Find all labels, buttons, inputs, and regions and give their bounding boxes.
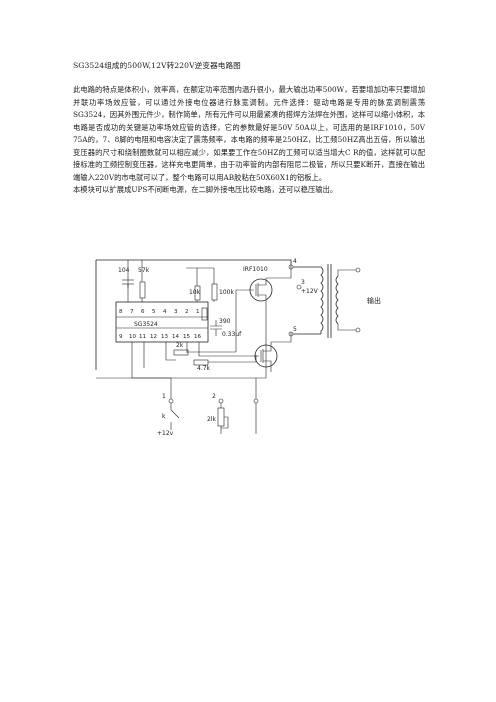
label-r100k: 100k <box>219 289 234 296</box>
svg-text:2: 2 <box>185 309 189 315</box>
inverter-circuit-diagram: 104 57k 10k 100k SG3524 8 7 6 5 4 3 2 1 … <box>95 258 381 437</box>
terminal-3 <box>296 284 302 290</box>
label-r57k: 57k <box>138 267 150 274</box>
output-terminal-1 <box>355 267 361 273</box>
label-r390: 390 <box>219 318 231 325</box>
svg-text:4: 4 <box>163 309 167 315</box>
ic-bottom-pins: 9 10 11 12 13 14 15 16 <box>119 334 201 340</box>
label-output: 输出 <box>367 296 381 305</box>
terminal-3-ground <box>253 398 259 404</box>
paragraph-extension: 本模块可以扩展成UPS不间断电源，在二脚外接电压比较电路，还可以稳压输出。 <box>73 185 338 194</box>
top-rail-wire <box>96 259 292 265</box>
svg-text:6: 6 <box>141 309 145 315</box>
label-r10k: 10k <box>189 289 201 296</box>
svg-text:10: 10 <box>129 334 136 340</box>
svg-text:11: 11 <box>139 334 146 340</box>
svg-text:3: 3 <box>174 309 178 315</box>
svg-text:1: 1 <box>196 309 200 315</box>
article-body: 此电路的特点是体积小，效率高，在额定功率范围内温升很小，最大输出功率500W，若… <box>73 84 425 197</box>
resistor-10k <box>194 285 201 301</box>
output-terminal-2 <box>355 327 361 333</box>
label-mosfet: IRF1010 <box>243 266 268 273</box>
label-vin: +12v <box>157 430 174 437</box>
resistor-57k <box>139 281 146 299</box>
svg-text:14: 14 <box>172 334 179 340</box>
label-node-5: 5 <box>293 326 297 333</box>
ic-sg3524 <box>115 301 209 343</box>
terminal-1 <box>168 398 174 404</box>
resistor-100k <box>211 283 218 301</box>
transformer-secondary <box>335 275 339 325</box>
svg-text:15: 15 <box>183 334 190 340</box>
label-pot: 2lk <box>207 416 216 423</box>
label-node-4: 4 <box>293 258 297 265</box>
resistor-4-7k <box>193 359 209 366</box>
svg-text:5: 5 <box>152 309 156 315</box>
svg-text:16: 16 <box>194 334 201 340</box>
ic-top-pins: 8 7 6 5 4 3 2 1 <box>119 309 200 315</box>
label-node-1: 1 <box>162 393 166 400</box>
potentiometer-21k <box>217 407 225 427</box>
svg-text:13: 13 <box>161 334 168 340</box>
resistor-2k <box>173 349 189 356</box>
terminal-2 <box>218 398 224 404</box>
paragraph-description: 此电路的特点是体积小，效率高，在额定功率范围内温升很小，最大输出功率500W，若… <box>73 85 425 182</box>
label-switch-k: k <box>162 413 166 420</box>
resistor-390 <box>201 307 208 321</box>
document-title: SG3524组成的500W,12V转220V逆变器电路图 <box>73 61 241 70</box>
primary-leads <box>293 266 321 335</box>
label-r2k: 2k <box>176 342 184 349</box>
label-node-3: 3 <box>301 279 305 286</box>
label-r47k: 4.7k <box>197 365 211 372</box>
ic-label: SG3524 <box>134 321 158 328</box>
label-c033: 0.33uf <box>222 331 242 338</box>
svg-text:8: 8 <box>119 309 123 315</box>
label-c104: 104 <box>118 267 130 274</box>
label-node-2: 2 <box>212 393 216 400</box>
label-vplus: +12V <box>301 288 319 295</box>
transformer-primary <box>320 266 324 334</box>
svg-text:9: 9 <box>119 334 123 340</box>
svg-text:7: 7 <box>130 309 134 315</box>
svg-text:12: 12 <box>150 334 157 340</box>
